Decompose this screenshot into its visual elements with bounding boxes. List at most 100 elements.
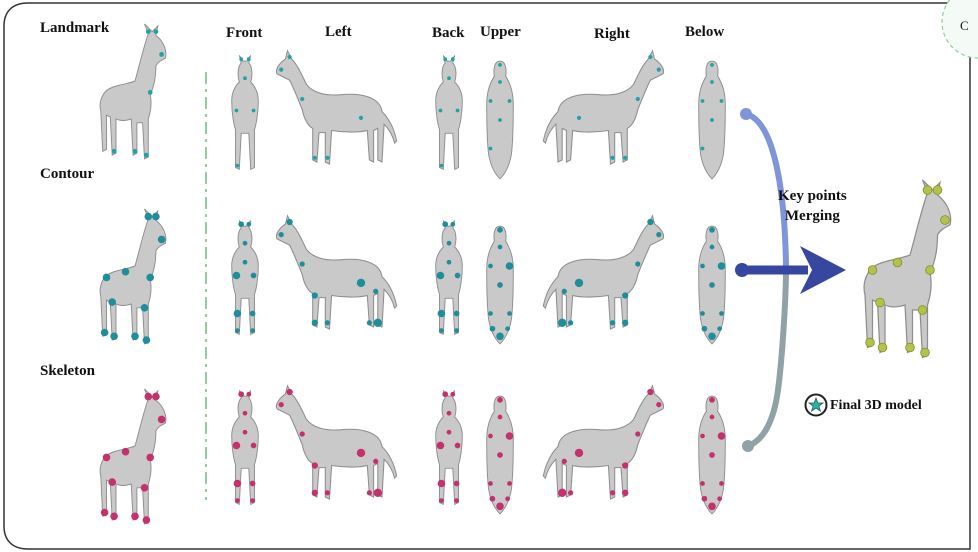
keypoint-landmark-front [239,57,243,61]
keypoint-contour-upper [505,326,510,331]
keypoint-landmark-below [701,99,705,103]
keypoint-skeleton-upper [490,496,496,502]
keypoint-contour-back [442,221,448,227]
keypoint-contour-back [437,272,445,280]
landmark-3d-horse [100,24,166,159]
keypoint-skeleton-below [710,415,715,420]
keypoint-landmark-right [611,156,615,160]
keypoint-skeleton-right [635,431,640,436]
merge-branch-bottom-node [742,440,754,452]
keypoint-contour-upper [506,262,514,270]
keypoint-skeleton-3d [158,416,166,424]
keypoint-skeleton-3d [103,454,111,462]
keypoint-contour-3d [131,333,139,341]
keypoint-contour-3d [152,213,160,221]
keypoint-final [906,343,915,352]
view-label-left: Left [325,24,352,41]
keypoint-skeleton-below [717,496,722,501]
keypoint-skeleton-upper [507,481,512,486]
keypoint-contour-right [656,232,661,237]
keypoint-final [923,186,932,195]
keypoint-contour-front [235,328,240,333]
keypoint-contour-right [568,320,573,325]
keypoint-landmark-upper [498,63,502,67]
keypoint-landmark-right [636,97,640,101]
keypoint-contour-left [286,219,292,225]
keypoint-contour-front [234,310,242,318]
keypoint-contour-right [635,261,640,266]
view-label-below: Below [685,24,724,41]
horse-skeleton-back [436,390,463,504]
keypoint-skeleton-right [647,389,653,395]
keypoint-contour-upper [490,326,496,332]
keypoint-skeleton-back [439,498,444,503]
keypoint-contour-back [447,260,452,265]
keypoint-contour-below [700,311,705,316]
keypoint-landmark-3d [148,90,153,95]
keypoint-final [878,343,887,352]
keypoint-skeleton-left [286,389,292,395]
keypoint-contour-back [450,222,455,227]
keypoint-skeleton-3d [152,393,160,401]
keypoint-skeleton-upper [498,415,503,420]
keypoint-skeleton-3d [101,509,109,517]
keypoint-contour-right [622,292,628,298]
keypoint-landmark-below [710,80,714,84]
keypoint-contour-left [312,292,318,298]
keypoint-landmark-left [313,156,317,160]
keypoint-landmark-back [447,76,451,80]
keypoint-landmark-back [439,109,443,113]
keypoint-contour-upper [497,227,503,233]
keypoint-skeleton-3d [108,478,116,486]
keypoint-landmark-front [252,109,256,113]
keypoint-skeleton-back [442,391,448,397]
keypoint-skeleton-right [562,459,567,464]
keypoint-final [926,266,935,275]
keypoint-landmark-3d [146,29,151,34]
keypoint-skeleton-front [251,443,257,449]
keypoint-skeleton-3d [141,484,149,492]
keypoint-contour-right [610,320,615,325]
keypoint-contour-upper [507,311,512,316]
keypoint-contour-upper [488,264,493,269]
keypoint-landmark-front [243,76,247,80]
keypoint-skeleton-left [279,402,284,407]
keypoint-contour-front [238,221,244,227]
keypoint-landmark-left [300,97,304,101]
keypoint-skeleton-below [709,452,715,458]
merge-branch-top-node [740,108,752,120]
keypoint-landmark-3d [159,52,164,57]
horse-skeleton-right [543,386,663,499]
keypoint-landmark-front [236,164,240,168]
keypoint-landmark-3d [112,149,117,154]
keypoint-contour-front [251,273,257,279]
keypoint-contour-left [312,320,318,326]
keypoint-contour-below [717,326,722,331]
keypoint-skeleton-right [568,490,573,495]
keypoint-contour-left [367,320,372,325]
keypoint-skeleton-front [238,391,244,397]
keypoint-final [866,338,875,347]
keypoint-contour-upper [488,311,493,316]
horse-skeleton-upper [487,396,514,514]
horse-landmark-front [232,55,259,169]
horse-skeleton-front [232,390,259,504]
keypoint-contour-front [233,272,241,280]
keypoint-contour-below [700,264,705,269]
keypoint-landmark-upper [508,99,512,103]
keypoint-landmark-left [279,68,283,72]
keypoint-landmark-left [288,55,292,59]
keypoint-final [921,348,930,357]
keypoint-landmark-back [451,57,455,61]
keypoint-contour-back [455,273,461,279]
keypoint-contour-left [373,289,378,294]
keypoint-landmark-upper [498,118,502,122]
keypoint-contour-3d [146,274,154,282]
keypoint-contour-below [719,311,724,316]
keypoint-skeleton-front [235,498,240,503]
keypoint-contour-3d [108,298,116,306]
keypoint-skeleton-front [250,498,255,503]
view-label-front: Front [226,25,262,42]
row-label-skeleton: Skeleton [40,363,95,380]
keypoint-landmark-3d [154,29,159,34]
